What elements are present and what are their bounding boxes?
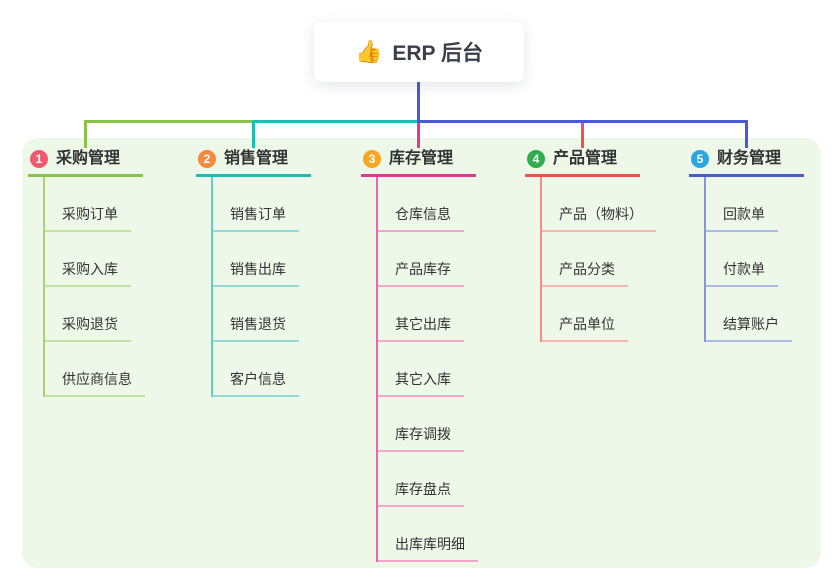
bus-segment [417, 120, 748, 123]
child-row: 客户信息 [213, 342, 311, 397]
branch: 2 销售管理 销售订单销售出库销售退货客户信息 [196, 148, 311, 397]
child-node[interactable]: 采购入库 [45, 259, 131, 287]
bus-segment [84, 120, 255, 123]
root-drop-line [417, 82, 420, 123]
child-node[interactable]: 产品（物料） [542, 204, 656, 232]
child-node[interactable]: 其它入库 [378, 369, 464, 397]
branch-label: 财务管理 [717, 150, 782, 167]
branch-drop-line [745, 120, 748, 148]
branch-drop-line [84, 120, 87, 148]
child-row: 销售出库 [213, 232, 311, 287]
branch-number-badge: 3 [363, 150, 381, 168]
child-row: 库存盘点 [378, 452, 478, 507]
branch-children: 产品（物料） 产品分类产品单位 [540, 177, 656, 342]
branch-label: 采购管理 [56, 150, 121, 167]
child-row: 仓库信息 [378, 177, 478, 232]
child-node[interactable]: 库存调拨 [378, 424, 464, 452]
branch-label: 库存管理 [389, 150, 454, 167]
thumbs-up-icon: 👍 [354, 39, 383, 64]
branch-number-badge: 1 [30, 150, 48, 168]
branch: 1 采购管理 采购订单采购入库采购退货供应商信息 [28, 148, 145, 397]
child-row: 销售退货 [213, 287, 311, 342]
branch-number-badge: 4 [527, 150, 545, 168]
child-row: 产品（物料） [542, 177, 656, 232]
branch-header[interactable]: 1 采购管理 [28, 148, 143, 177]
branch-header[interactable]: 4 产品管理 [525, 148, 640, 177]
branch-children: 仓库信息产品库存其它出库其它入库库存调拨库存盘点出库库明细 [376, 177, 478, 562]
branch-number-badge: 2 [198, 150, 216, 168]
branch-children: 采购订单采购入库采购退货供应商信息 [43, 177, 145, 397]
branch-number-badge: 5 [691, 150, 709, 168]
child-node[interactable]: 回款单 [706, 204, 778, 232]
branch: 3 库存管理 仓库信息产品库存其它出库其它入库库存调拨库存盘点出库库明细 [361, 148, 478, 562]
child-node[interactable]: 产品分类 [542, 259, 628, 287]
child-node[interactable]: 其它出库 [378, 314, 464, 342]
child-row: 产品库存 [378, 232, 478, 287]
child-row: 产品单位 [542, 287, 656, 342]
bus-segment [252, 120, 420, 123]
child-row: 采购入库 [45, 232, 145, 287]
mindmap-background-panel [22, 138, 821, 568]
child-row: 其它出库 [378, 287, 478, 342]
child-node[interactable]: 出库库明细 [378, 534, 478, 562]
child-node[interactable]: 库存盘点 [378, 479, 464, 507]
branch: 5 财务管理 回款单付款单结算账户 [689, 148, 804, 342]
child-row: 库存调拨 [378, 397, 478, 452]
child-node[interactable]: 客户信息 [213, 369, 299, 397]
child-row: 产品分类 [542, 232, 656, 287]
child-row: 销售订单 [213, 177, 311, 232]
child-row: 出库库明细 [378, 507, 478, 562]
branch-drop-line [417, 120, 420, 148]
root-title: ERP 后台 [392, 42, 484, 65]
branch-header[interactable]: 3 库存管理 [361, 148, 476, 177]
branch-label: 销售管理 [224, 150, 289, 167]
root-node[interactable]: 👍 ERP 后台 [314, 22, 524, 82]
branch-drop-line [252, 120, 255, 148]
child-node[interactable]: 销售退货 [213, 314, 299, 342]
child-node[interactable]: 结算账户 [706, 314, 792, 342]
branch-children: 回款单付款单结算账户 [704, 177, 804, 342]
child-node[interactable]: 产品库存 [378, 259, 464, 287]
child-node[interactable]: 付款单 [706, 259, 778, 287]
branch: 4 产品管理 产品（物料） 产品分类产品单位 [525, 148, 656, 342]
child-row: 付款单 [706, 232, 804, 287]
child-row: 供应商信息 [45, 342, 145, 397]
child-node[interactable]: 采购退货 [45, 314, 131, 342]
branch-drop-line [581, 120, 584, 148]
child-row: 其它入库 [378, 342, 478, 397]
child-node[interactable]: 供应商信息 [45, 369, 145, 397]
child-node[interactable]: 销售订单 [213, 204, 299, 232]
child-node[interactable]: 产品单位 [542, 314, 628, 342]
branch-header[interactable]: 5 财务管理 [689, 148, 804, 177]
child-row: 结算账户 [706, 287, 804, 342]
child-node[interactable]: 销售出库 [213, 259, 299, 287]
child-row: 采购退货 [45, 287, 145, 342]
branch-header[interactable]: 2 销售管理 [196, 148, 311, 177]
branch-label: 产品管理 [553, 150, 618, 167]
child-node[interactable]: 采购订单 [45, 204, 131, 232]
child-row: 回款单 [706, 177, 804, 232]
branch-children: 销售订单销售出库销售退货客户信息 [211, 177, 311, 397]
child-node[interactable]: 仓库信息 [378, 204, 464, 232]
child-row: 采购订单 [45, 177, 145, 232]
